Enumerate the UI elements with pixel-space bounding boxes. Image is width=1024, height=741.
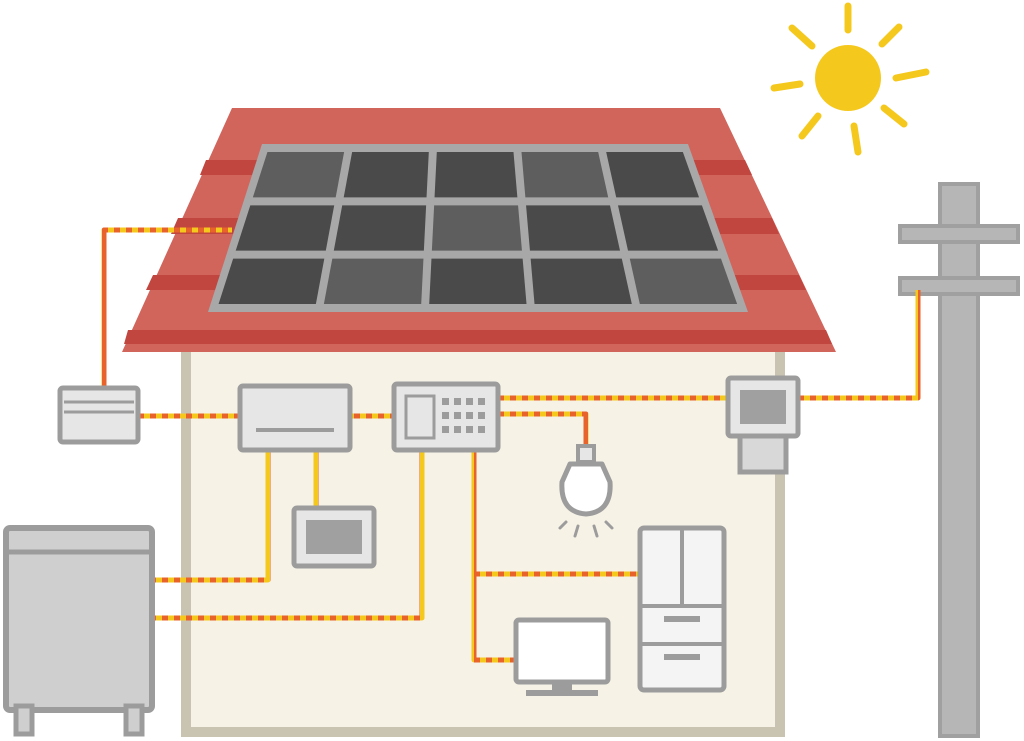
solar-cell xyxy=(252,152,345,198)
solar-cell xyxy=(431,205,522,251)
solar-cell xyxy=(323,258,424,304)
solar-cell xyxy=(343,152,429,198)
breaker-switch xyxy=(454,398,461,405)
solar-cell xyxy=(333,205,427,251)
power-conditioner-icon xyxy=(237,383,353,453)
utility-pole-icon xyxy=(898,182,1020,738)
solar-cell xyxy=(521,152,609,198)
solar-cell xyxy=(434,152,518,198)
breaker-switch xyxy=(466,426,473,433)
breaker-switch xyxy=(466,412,473,419)
solar-cell xyxy=(526,205,621,251)
solar-cell xyxy=(218,258,325,304)
refrigerator-icon xyxy=(637,525,727,693)
wire-panel-to-junction xyxy=(101,227,232,390)
junction-box-icon xyxy=(57,385,141,445)
solar-cell xyxy=(606,152,700,198)
wiring xyxy=(101,227,921,663)
breaker-switch xyxy=(454,426,461,433)
breaker-switch xyxy=(442,412,449,419)
sun-icon xyxy=(770,2,930,156)
solar-cell xyxy=(617,205,719,251)
solar-cell xyxy=(629,258,738,304)
wire-board-to-battery xyxy=(152,452,425,621)
breaker-switch xyxy=(478,426,485,433)
monitor-panel-icon xyxy=(291,505,377,569)
breaker-switch xyxy=(442,398,449,405)
storage-battery-icon xyxy=(3,525,155,737)
breaker-switch xyxy=(478,412,485,419)
solar-cell xyxy=(235,205,335,251)
solar-panel-icon xyxy=(208,144,748,312)
light-bulb-icon xyxy=(558,444,614,538)
wire-meter-to-pole xyxy=(798,290,921,401)
solar-cell xyxy=(530,258,632,304)
wire-board-to-bulb xyxy=(498,411,589,446)
distribution-board-icon xyxy=(391,381,501,453)
wire-conditioner-to-battery xyxy=(152,452,271,583)
power-meter-icon xyxy=(725,375,801,475)
breaker-switch xyxy=(442,426,449,433)
television-icon xyxy=(513,617,611,696)
breaker-switch xyxy=(478,398,485,405)
wire-board-to-tv xyxy=(471,574,516,663)
breaker-switch xyxy=(466,398,473,405)
solar-cell xyxy=(429,258,527,304)
breaker-switch xyxy=(454,412,461,419)
